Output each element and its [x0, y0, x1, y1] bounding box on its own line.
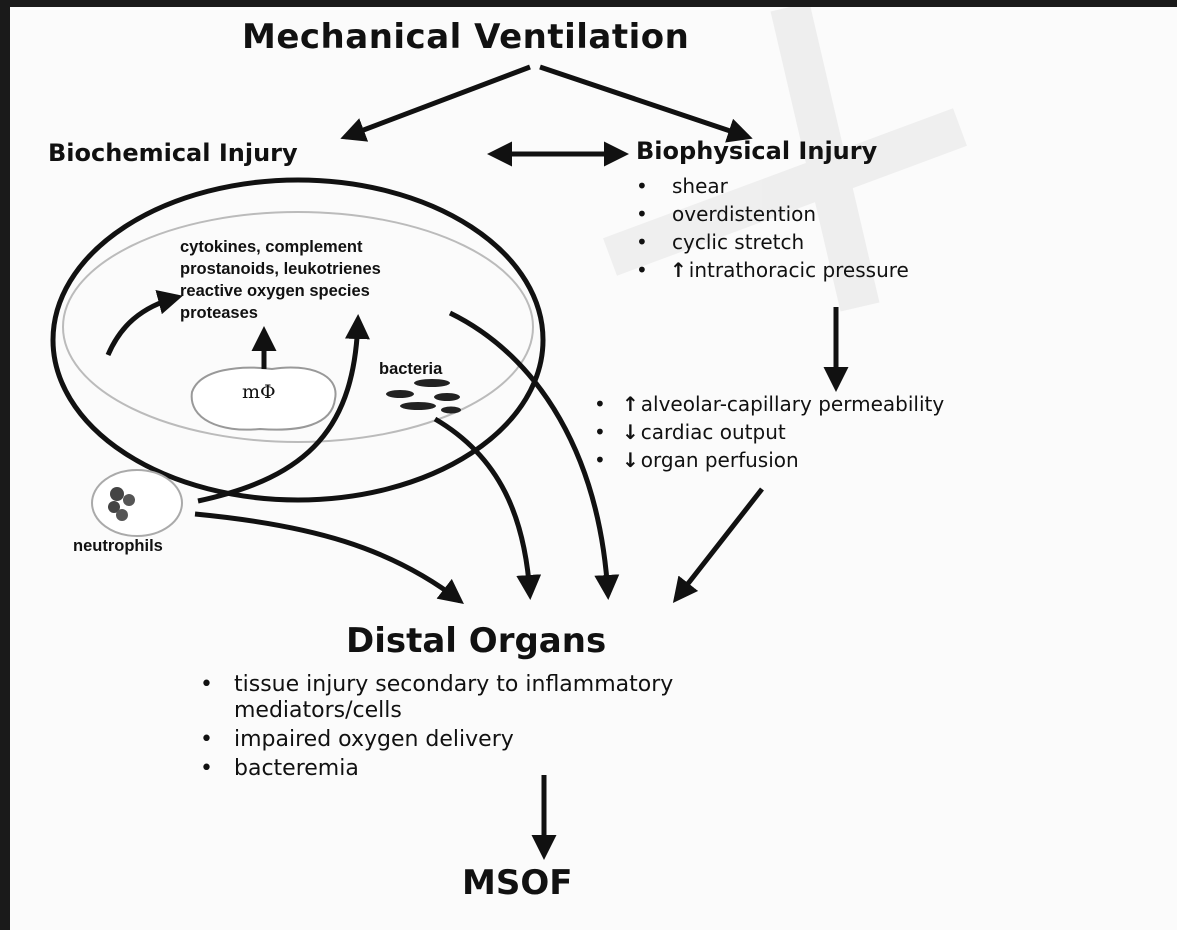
- biophysical-list: •shear •overdistention •cyclic stretch •…: [632, 172, 909, 284]
- mediator-line: prostanoids, leukotrienes: [180, 258, 381, 280]
- neutrophils-label: neutrophils: [73, 535, 163, 557]
- diagram-frame: Mechanical Ventilation Biochemical Injur…: [10, 7, 1177, 930]
- bacteria-label: bacteria: [379, 358, 442, 380]
- biochemical-injury-label: Biochemical Injury: [48, 139, 298, 167]
- mediator-line: cytokines, complement: [180, 236, 381, 258]
- arrow-neutrophils-to-distal: [195, 514, 460, 601]
- effect-item: •↑alveolar-capillary permeability: [590, 390, 944, 418]
- effects-list: •↑alveolar-capillary permeability •↓card…: [590, 390, 944, 474]
- effect-item: •↓organ perfusion: [590, 446, 944, 474]
- bacteria-shapes: [386, 379, 461, 414]
- distal-organs-label: Distal Organs: [346, 621, 606, 661]
- arrow-ventilation-to-biophysical: [540, 67, 748, 137]
- distal-item: •bacteremia: [196, 756, 673, 782]
- mediator-line: proteases: [180, 302, 381, 324]
- arrow-alveolus-to-mediators: [108, 297, 178, 355]
- distal-item: •tissue injury secondary to inflammatory…: [196, 672, 673, 724]
- mediators-list: cytokines, complement prostanoids, leuko…: [180, 236, 381, 324]
- neutrophil-cell: [92, 470, 182, 536]
- biophysical-item: •overdistention: [632, 200, 909, 228]
- distal-item: •impaired oxygen delivery: [196, 727, 673, 753]
- biophysical-injury-label: Biophysical Injury: [636, 137, 877, 165]
- diagram-title: Mechanical Ventilation: [242, 17, 689, 57]
- biophysical-item: •cyclic stretch: [632, 228, 909, 256]
- arrow-ventilation-to-biochemical: [345, 67, 530, 137]
- biophysical-item: •↑intrathoracic pressure: [632, 256, 909, 284]
- alveolus-circle: [53, 180, 543, 500]
- arrow-effects-to-distal: [676, 489, 762, 599]
- msof-label: MSOF: [462, 863, 572, 903]
- distal-list: •tissue injury secondary to inflammatory…: [196, 672, 673, 782]
- biophysical-item: •shear: [632, 172, 909, 200]
- mediator-line: reactive oxygen species: [180, 280, 381, 302]
- macrophage-label: mΦ: [242, 381, 276, 403]
- effect-item: •↓cardiac output: [590, 418, 944, 446]
